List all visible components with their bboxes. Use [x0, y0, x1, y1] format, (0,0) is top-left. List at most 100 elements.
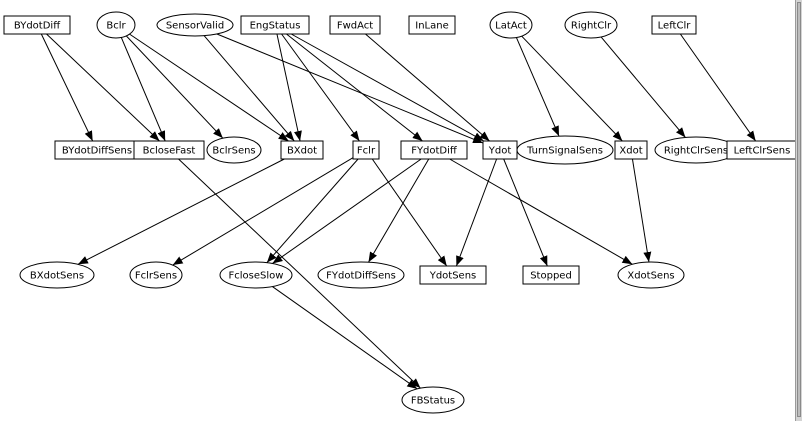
- edge-ydot-to-ydotsens: [455, 158, 498, 267]
- edge-fcloseslow-to-fbstatus: [272, 286, 418, 390]
- node-shape-box: [726, 140, 795, 160]
- node-shape-ellipse: [564, 11, 618, 39]
- node-label: FYdotDiff: [411, 146, 458, 157]
- edge-bydotdiff-to-bydotdiffsens: [40, 33, 94, 142]
- edge-fydotdiff-to-fydotdiffsens: [368, 158, 430, 263]
- node-shape-ellipse: [617, 261, 685, 289]
- edge-bclr-to-bclosefast: [120, 37, 166, 142]
- node-label: FclrSens: [135, 271, 177, 282]
- node-shape-box: [352, 140, 380, 160]
- node-engstatus[interactable]: EngStatus: [240, 15, 310, 35]
- node-inlane[interactable]: InLane: [408, 15, 456, 35]
- node-shape-ellipse: [19, 261, 95, 289]
- node-label: SensorValid: [166, 21, 224, 32]
- node-shape-box: [419, 265, 487, 285]
- node-leftclrsens[interactable]: LeftClrSens: [726, 140, 795, 160]
- edge-leftclr-to-leftclrsens: [679, 33, 757, 142]
- edge-latact-to-turnsignalsens: [515, 37, 560, 137]
- node-label: LeftClr: [658, 21, 692, 32]
- node-label: BXdotSens: [30, 271, 84, 282]
- node-rightclrsens[interactable]: RightClrSens: [654, 136, 738, 164]
- node-shape-ellipse: [129, 261, 183, 289]
- edge-bclr-to-bxdot: [129, 33, 289, 142]
- edge-rightclr-to-rightclrsens: [600, 36, 686, 138]
- node-shape-ellipse: [219, 261, 293, 289]
- edge-xdot-to-xdotsens: [631, 158, 652, 263]
- node-shape-box: [329, 15, 381, 35]
- node-label: Xdot: [619, 146, 642, 157]
- edge-sensorvalid-to-ydot: [216, 33, 484, 144]
- node-bydotdiffsens[interactable]: BYdotDiffSens: [54, 140, 140, 160]
- node-shape-ellipse: [401, 386, 465, 414]
- node-sensorvalid[interactable]: SensorValid: [156, 13, 234, 37]
- edge-engstatus-to-fydotdiff: [286, 33, 423, 142]
- node-label: BcloseFast: [143, 146, 196, 157]
- node-shape-box: [408, 15, 456, 35]
- node-bclrsens[interactable]: BclrSens: [206, 136, 262, 164]
- node-shape-box: [400, 140, 468, 160]
- node-bclr[interactable]: Bclr: [96, 11, 136, 39]
- node-shape-ellipse: [206, 136, 262, 164]
- node-turnsignalsens[interactable]: TurnSignalSens: [516, 135, 614, 165]
- node-fbstatus[interactable]: FBStatus: [401, 386, 465, 414]
- edge-bclr-to-bclrsens: [125, 35, 224, 139]
- edge-bclosefast-to-fbstatus: [178, 158, 421, 389]
- node-fclrsens[interactable]: FclrSens: [129, 261, 183, 289]
- node-ydot[interactable]: Ydot: [482, 140, 518, 160]
- node-label: XdotSens: [627, 271, 674, 282]
- edge-ydot-to-stopped: [503, 158, 548, 267]
- node-fwdact[interactable]: FwdAct: [329, 15, 381, 35]
- node-rightclr[interactable]: RightClr: [564, 11, 618, 39]
- edge-bxdot-to-bxdotsens: [77, 158, 285, 265]
- edge-fclr-to-ydotsens: [371, 158, 448, 267]
- node-shape-box: [522, 265, 580, 285]
- node-label: Stopped: [530, 271, 572, 282]
- node-label: FcloseSlow: [229, 271, 284, 282]
- node-label: Bclr: [106, 21, 126, 32]
- node-label: FwdAct: [337, 21, 373, 32]
- node-label: FBStatus: [411, 396, 455, 407]
- node-fcloseslow[interactable]: FcloseSlow: [219, 261, 293, 289]
- node-shape-ellipse: [317, 261, 405, 289]
- node-fydotdiff[interactable]: FYdotDiff: [400, 140, 468, 160]
- node-fclr[interactable]: Fclr: [352, 140, 380, 160]
- node-xdotsens[interactable]: XdotSens: [617, 261, 685, 289]
- node-label: LeftClrSens: [734, 146, 791, 157]
- edge-latact-to-xdot: [521, 35, 623, 142]
- node-shape-ellipse: [516, 135, 614, 165]
- node-bclosefast[interactable]: BcloseFast: [133, 140, 205, 160]
- node-shape-box: [133, 140, 205, 160]
- node-label: FYdotDiffSens: [326, 271, 396, 282]
- node-bxdot[interactable]: BXdot: [280, 140, 324, 160]
- vertical-scrollbar[interactable]: [795, 0, 802, 421]
- node-label: Fclr: [357, 146, 376, 157]
- node-latact[interactable]: LatAct: [489, 11, 533, 39]
- scrollbar-thumb[interactable]: [797, 2, 801, 417]
- node-shape-ellipse: [96, 11, 136, 39]
- node-bxdotsens[interactable]: BXdotSens: [19, 261, 95, 289]
- node-bydotdiff[interactable]: BYdotDiff: [3, 15, 71, 35]
- edge-sensorvalid-to-bxdot: [203, 35, 295, 142]
- node-shape-box: [614, 140, 648, 160]
- edge-fwdact-to-ydot: [365, 33, 490, 142]
- node-label: InLane: [415, 21, 448, 32]
- edge-bydotdiff-to-bclosefast: [46, 33, 160, 142]
- node-stopped[interactable]: Stopped: [522, 265, 580, 285]
- node-shape-ellipse: [489, 11, 533, 39]
- edge-engstatus-to-bxdot: [276, 33, 302, 142]
- node-xdot[interactable]: Xdot: [614, 140, 648, 160]
- edge-fclr-to-fcloseslow: [266, 158, 359, 263]
- node-shape-box: [3, 15, 71, 35]
- node-ydotsens[interactable]: YdotSens: [419, 265, 487, 285]
- node-fydotdiffsens[interactable]: FYdotDiffSens: [317, 261, 405, 289]
- node-shape-box: [651, 15, 697, 35]
- edge-engstatus-to-fclr: [281, 33, 360, 142]
- node-leftclr[interactable]: LeftClr: [651, 15, 697, 35]
- edges-layer: [40, 33, 757, 390]
- node-label: BYdotDiffSens: [62, 146, 132, 157]
- node-label: TurnSignalSens: [526, 146, 603, 157]
- node-label: YdotSens: [429, 271, 477, 282]
- node-label: BYdotDiff: [14, 21, 61, 32]
- node-label: LatAct: [495, 21, 527, 32]
